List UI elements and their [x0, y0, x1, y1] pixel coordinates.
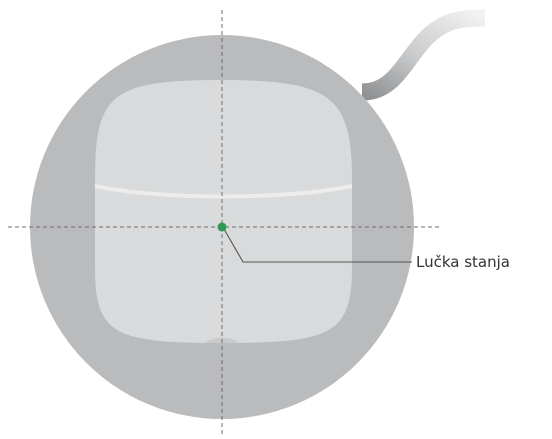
status-light-indicator	[217, 222, 227, 232]
status-light-callout: Lučka stanja	[217, 222, 510, 271]
charging-cable	[361, 9, 486, 101]
status-light-label: Lučka stanja	[416, 253, 510, 271]
earbud-case	[94, 80, 353, 343]
leader-line	[223, 228, 412, 263]
